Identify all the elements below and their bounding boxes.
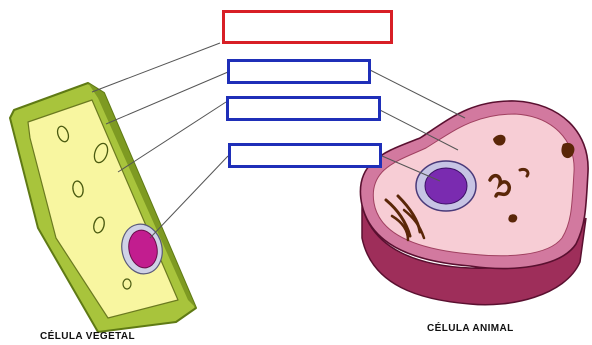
answer-box-4[interactable]: [228, 143, 382, 168]
leader-line: [370, 70, 465, 118]
animal-cell: [360, 101, 588, 305]
answer-box-1[interactable]: [222, 10, 393, 44]
animal-cell-caption: CÉLULA ANIMAL: [427, 323, 514, 334]
plant-cell-caption: CÉLULA VEGETAL: [40, 331, 135, 342]
plant-cytoplasm: [28, 100, 178, 318]
answer-box-2[interactable]: [227, 59, 371, 84]
leader-line: [150, 156, 228, 238]
leader-line: [92, 43, 220, 92]
answer-box-3[interactable]: [226, 96, 381, 121]
animal-nucleus: [425, 168, 467, 204]
plant-cell: [10, 83, 196, 332]
plant-chloroplast: [123, 279, 131, 289]
